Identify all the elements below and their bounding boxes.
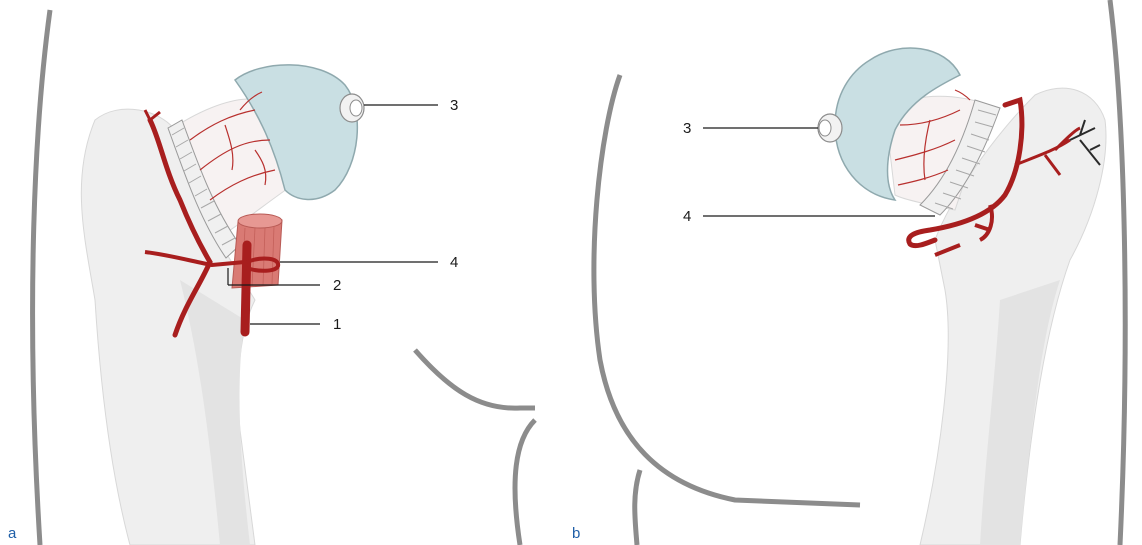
body-contour-b — [591, 74, 861, 508]
ligamentum-teres-stump — [339, 93, 365, 123]
panel-letter-a: a — [8, 525, 17, 542]
panel-a: 3 4 2 1 a — [8, 9, 537, 545]
lateral-branch — [144, 250, 246, 268]
label-3-b: 3 — [683, 120, 691, 137]
muscle-stump — [231, 213, 283, 289]
soft-tissue-contour-lower — [512, 418, 537, 545]
medial-circumflex-artery-b — [906, 96, 1025, 249]
dark-branches-b — [1069, 119, 1101, 166]
body-contour-b-lower — [632, 469, 643, 545]
posterior-branches-b — [1014, 126, 1081, 176]
body-contour-b-right — [1107, 0, 1128, 545]
ascending-branch-loop — [246, 256, 281, 273]
retinacular-vessels-b — [894, 89, 971, 186]
medial-circumflex-artery — [240, 240, 252, 337]
panel-b: 3 4 b — [572, 0, 1128, 545]
neck-vessel-top — [143, 109, 161, 122]
label-4-a: 4 — [450, 254, 458, 271]
joint-capsule-b — [919, 99, 1001, 216]
body-contour-left — [30, 9, 53, 545]
label-1-a: 1 — [333, 316, 341, 333]
leader-lines-b — [703, 127, 935, 217]
soft-tissue-contour — [413, 348, 535, 411]
femur-shaft-shade — [180, 280, 250, 545]
label-4-b: 4 — [683, 208, 691, 225]
capsule-hatching-b — [934, 109, 997, 210]
femoral-head-cartilage — [233, 64, 359, 201]
femur-shade-b — [980, 280, 1060, 545]
lower-branch-b — [934, 204, 994, 257]
leader-lines-a — [227, 104, 438, 325]
label-2-a: 2 — [333, 277, 341, 294]
capsule-hatching — [171, 127, 236, 246]
panel-letter-b: b — [572, 525, 580, 542]
label-3-a: 3 — [450, 97, 458, 114]
retinacular-vessels — [189, 91, 276, 201]
ligamentum-teres-stump-b — [817, 113, 843, 143]
neck-vessel — [147, 117, 213, 338]
